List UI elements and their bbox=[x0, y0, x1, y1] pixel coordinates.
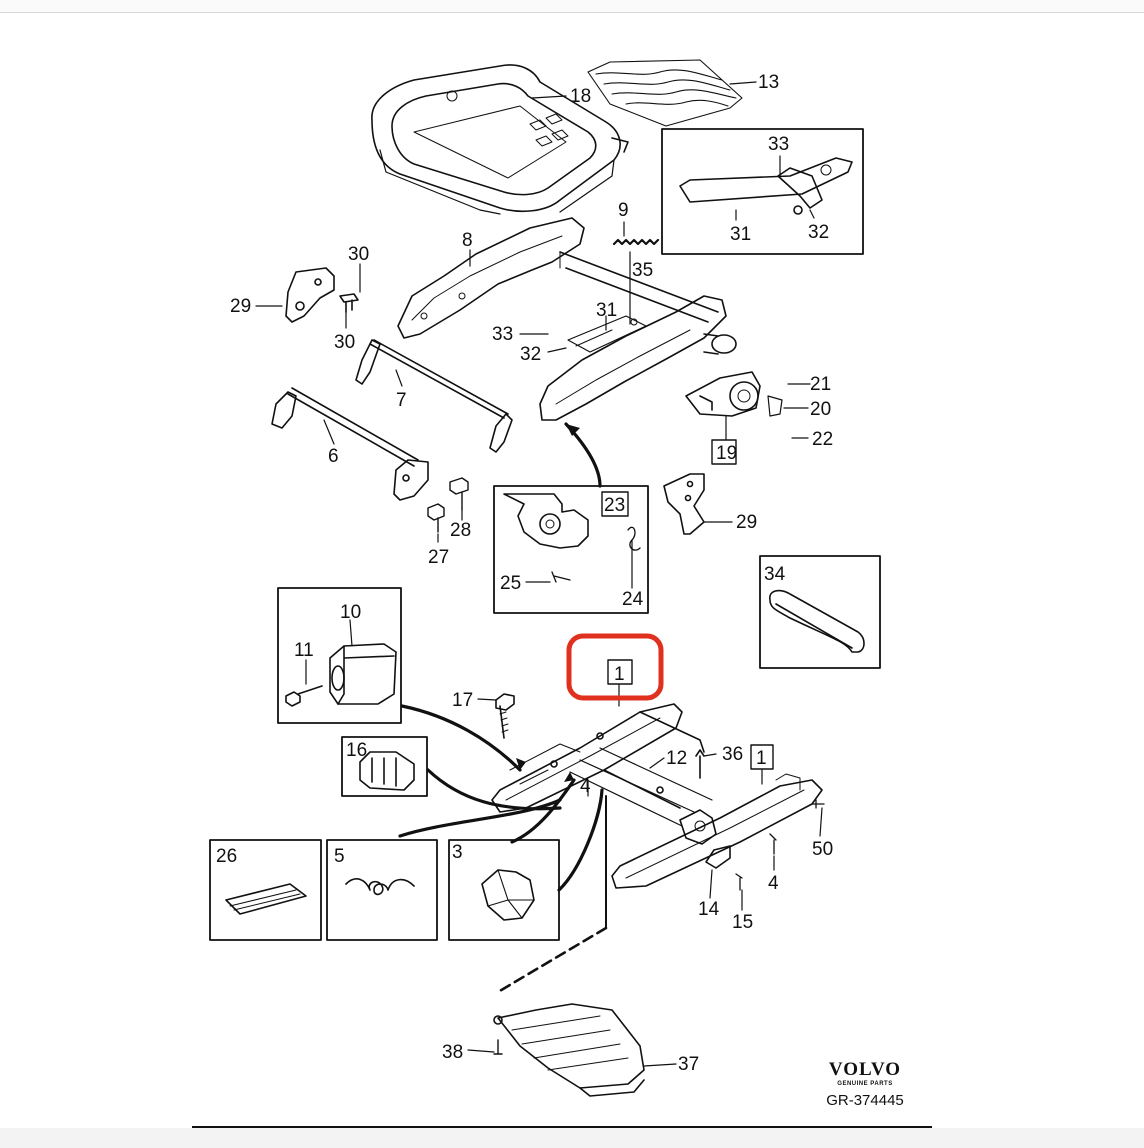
callout-7: 7 bbox=[396, 390, 407, 411]
callout-4-left: 4 bbox=[580, 776, 591, 797]
callout-1-highlighted: 1 bbox=[614, 664, 625, 685]
bottom-strip bbox=[0, 1128, 1144, 1148]
callout-numbers: 13 18 33 31 32 9 8 35 30 29 30 33 31 32 … bbox=[216, 72, 833, 1075]
seat-cushion-frame-part-18 bbox=[371, 64, 629, 215]
tension-spring-part-9 bbox=[612, 238, 660, 246]
callout-26: 26 bbox=[216, 846, 237, 867]
height-adjust-motor-part-19 bbox=[685, 371, 783, 417]
cross-rod-part-6 bbox=[271, 387, 429, 501]
spring-mat-part-13 bbox=[587, 59, 743, 127]
mechanism-inset-box bbox=[493, 485, 649, 614]
callout-13: 13 bbox=[758, 72, 779, 93]
callout-20: 20 bbox=[810, 399, 831, 420]
callout-36: 36 bbox=[722, 744, 743, 765]
callout-29-right: 29 bbox=[736, 512, 757, 533]
bumper-inset-box bbox=[448, 839, 560, 941]
bolts-27-28 bbox=[427, 477, 469, 533]
callout-22: 22 bbox=[812, 429, 833, 450]
callout-31: 31 bbox=[730, 224, 751, 245]
callout-14: 14 bbox=[698, 899, 720, 920]
logo-brand: VOLVO bbox=[828, 1059, 902, 1080]
hinge-bracket-part-29 bbox=[285, 267, 359, 323]
volvo-logo: VOLVO GENUINE PARTS bbox=[810, 1060, 920, 1089]
callout-18: 18 bbox=[570, 86, 591, 107]
arrowheads bbox=[516, 424, 580, 782]
cover-part-14 bbox=[705, 845, 743, 891]
bracket-inset-box bbox=[661, 128, 864, 255]
boxed-callout-frames bbox=[601, 439, 774, 770]
motor-bracket-inset-box bbox=[277, 587, 402, 724]
seat-side-frame-lower bbox=[539, 295, 737, 421]
callout-8: 8 bbox=[462, 230, 473, 251]
callout-38: 38 bbox=[442, 1042, 463, 1063]
cross-rod-part-7 bbox=[355, 339, 513, 453]
callout-16: 16 bbox=[346, 740, 367, 761]
callout-34: 34 bbox=[764, 564, 786, 585]
seat-side-frame-part-8 bbox=[397, 217, 719, 339]
top-toolbar-strip bbox=[0, 0, 1144, 13]
seat-rail-assembly-part-1 bbox=[491, 703, 825, 889]
torsion-spring-inset-box bbox=[326, 839, 438, 941]
callout-32-middle: 32 bbox=[520, 344, 541, 365]
highlight-box-part-1 bbox=[566, 633, 664, 701]
side-bracket-part-29 bbox=[663, 473, 705, 535]
callout-11: 11 bbox=[294, 640, 314, 661]
callout-6: 6 bbox=[328, 446, 339, 467]
callout-1-right: 1 bbox=[756, 748, 767, 769]
callout-29-left: 29 bbox=[230, 296, 251, 317]
screw-part-17 bbox=[495, 693, 515, 739]
callout-27: 27 bbox=[428, 547, 449, 568]
callout-30-top: 30 bbox=[348, 244, 369, 265]
bottom-divider bbox=[192, 1126, 932, 1128]
callout-25: 25 bbox=[500, 573, 521, 594]
document-number: GR-374445 bbox=[826, 1092, 904, 1109]
logo-subtitle: GENUINE PARTS bbox=[837, 1081, 893, 1087]
callout-9: 9 bbox=[618, 200, 629, 221]
callout-23: 23 bbox=[604, 495, 625, 516]
trim-cover-inset-box bbox=[759, 555, 881, 669]
callout-12: 12 bbox=[666, 748, 687, 769]
callout-24: 24 bbox=[622, 589, 644, 610]
callout-50: 50 bbox=[812, 839, 833, 860]
tape-inset-box bbox=[209, 839, 322, 941]
callout-32: 32 bbox=[808, 222, 829, 243]
pin-part-36 bbox=[695, 749, 705, 779]
callout-3: 3 bbox=[452, 842, 463, 863]
callout-33-middle: 33 bbox=[492, 324, 513, 345]
callout-35: 35 bbox=[632, 260, 653, 281]
callout-10: 10 bbox=[340, 602, 361, 623]
clip-inset-box bbox=[341, 736, 428, 797]
callout-5: 5 bbox=[334, 846, 345, 867]
callout-37: 37 bbox=[678, 1054, 699, 1075]
callout-31-middle: 31 bbox=[596, 300, 617, 321]
callout-30-bottom: 30 bbox=[334, 332, 355, 353]
callout-15: 15 bbox=[732, 912, 753, 933]
callout-33: 33 bbox=[768, 134, 789, 155]
callout-21: 21 bbox=[810, 374, 831, 395]
connector-lines bbox=[398, 422, 608, 994]
rail-cover-part-37 bbox=[493, 1003, 645, 1097]
callout-28: 28 bbox=[450, 520, 471, 541]
callout-17: 17 bbox=[452, 690, 473, 711]
callout-19: 19 bbox=[716, 443, 737, 464]
callout-4-right: 4 bbox=[768, 873, 779, 894]
